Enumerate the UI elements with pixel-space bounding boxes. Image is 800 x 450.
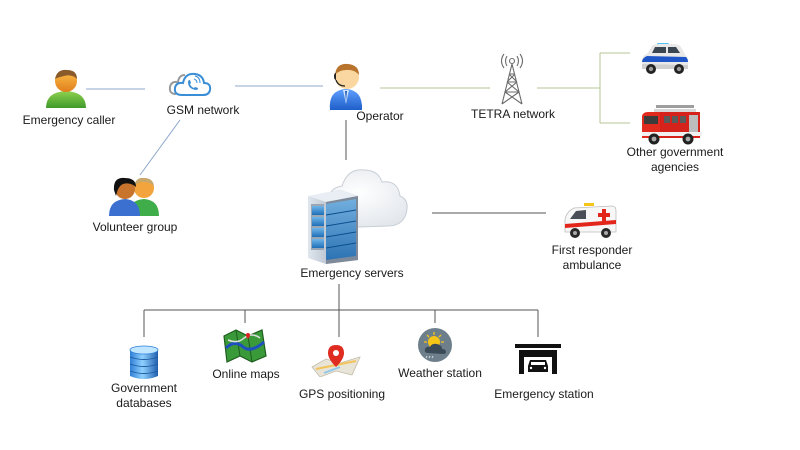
other-agencies-label-line2: agencies bbox=[650, 160, 700, 174]
cloud-phone-icon bbox=[168, 72, 212, 96]
operator-label: Operator bbox=[356, 109, 404, 123]
ambulance-icon bbox=[564, 203, 617, 238]
group-icon bbox=[109, 177, 159, 216]
person-icon bbox=[46, 69, 86, 108]
other-agencies-label-line1: Other government bbox=[626, 145, 724, 159]
online-maps-label: Online maps bbox=[212, 367, 280, 381]
ambulance-label: First responder ambulance bbox=[532, 243, 652, 273]
gov-databases-label-line2: databases bbox=[116, 396, 172, 410]
database-icon bbox=[129, 345, 159, 379]
tetra-network-label: TETRA network bbox=[470, 107, 556, 121]
server-cloud-icon bbox=[308, 169, 408, 264]
garage-icon bbox=[515, 344, 561, 374]
map-icon bbox=[223, 329, 267, 363]
volunteer-group-label: Volunteer group bbox=[92, 220, 178, 234]
emergency-caller-label: Emergency caller bbox=[22, 113, 116, 127]
radio-tower-icon bbox=[500, 53, 524, 105]
map-pin-icon bbox=[311, 345, 361, 377]
edge-gsm-volunteer bbox=[139, 119, 181, 176]
operator-headset-icon bbox=[329, 63, 363, 110]
weather-icon bbox=[418, 328, 452, 362]
gov-databases-label-line1: Government bbox=[110, 381, 178, 395]
fire-truck-icon bbox=[642, 105, 702, 145]
ambulance-label-line2: ambulance bbox=[562, 258, 622, 272]
police-car-icon bbox=[641, 43, 689, 74]
gov-databases-label: Government databases bbox=[94, 381, 194, 411]
emergency-station-label: Emergency station bbox=[494, 387, 594, 401]
other-agencies-label: Other government agencies bbox=[610, 145, 740, 175]
emergency-servers-label: Emergency servers bbox=[300, 266, 404, 280]
gsm-network-label: GSM network bbox=[166, 103, 240, 117]
weather-label: Weather station bbox=[398, 366, 482, 380]
gps-label: GPS positioning bbox=[298, 387, 386, 401]
ambulance-label-line1: First responder bbox=[551, 243, 633, 257]
